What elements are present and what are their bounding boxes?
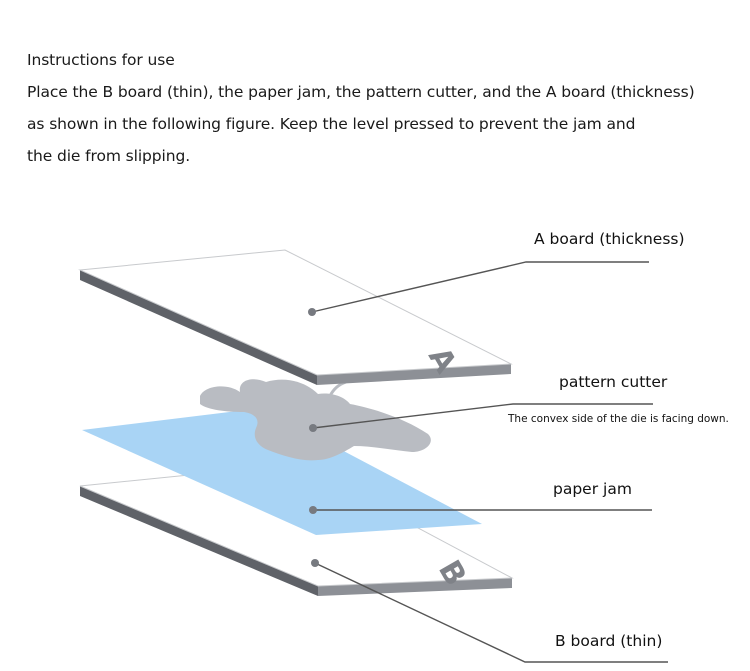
a-board-label: A board (thickness) [534, 230, 685, 248]
instructions-heading: Instructions for use [27, 51, 175, 69]
b-board-label: B board (thin) [555, 632, 663, 650]
instructions-block: Instructions for use Place the B board (… [27, 44, 742, 172]
instructions-line-3: the die from slipping. [27, 147, 191, 165]
leader-lines [311, 261, 668, 663]
instructions-line-1: Place the B board (thin), the paper jam,… [27, 83, 695, 101]
leader-a-board [311, 261, 649, 313]
leader-pattern-cutter [312, 403, 653, 429]
instructions-line-2: as shown in the following figure. Keep t… [27, 115, 636, 133]
leader-b-board [314, 562, 668, 663]
paper-jam-label: paper jam [553, 480, 632, 498]
cutter-note-label: The convex side of the die is facing dow… [508, 413, 729, 425]
paper-jam-sheet [82, 408, 482, 535]
leader-dots [308, 308, 319, 567]
a-board: A [78, 249, 513, 385]
pattern-cutter-label: pattern cutter [559, 373, 668, 391]
